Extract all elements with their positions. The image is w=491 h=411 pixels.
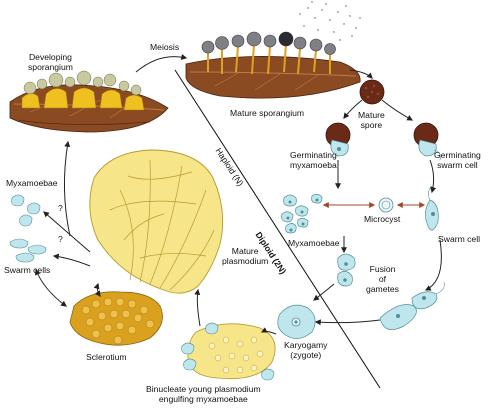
microcyst-illustration — [379, 198, 393, 212]
arrow-swarm-cell-to-fusion — [426, 240, 441, 290]
arrow-meiosis — [136, 57, 186, 72]
developing-sporangium-illustration — [10, 71, 168, 132]
arrow-to-mature-plasmodium — [197, 290, 200, 326]
mature-spore-illustration — [360, 80, 384, 104]
label-microcyst: Microcyst — [364, 214, 400, 224]
arrow-to-developing-sporangium — [64, 142, 70, 236]
label-karyogamy: Karyogamy(zygote) — [284, 340, 327, 360]
myxamoebae-left-illustration — [12, 195, 40, 226]
label-myxamoebae-center: Myxamoebae — [288, 238, 340, 248]
arrow-swarm-sclerotium — [36, 270, 66, 306]
mature-plasmodium-illustration — [90, 150, 223, 293]
label-question-1: ? — [58, 203, 63, 213]
fusion-of-gametes-illustration — [338, 254, 355, 286]
label-swarm-cells-left: Swarm cells — [4, 265, 50, 275]
label-myxamoebae-left: Myxamoebae — [6, 178, 58, 188]
swarm-cells-left-illustration — [10, 239, 46, 262]
mature-sporangium-illustration — [186, 1, 361, 98]
label-sclerotium: Sclerotium — [86, 352, 127, 362]
label-swarm-cell: Swarm cell — [438, 234, 480, 244]
label-question-2: ? — [58, 234, 63, 244]
arrow-fusion-to-karyogamy — [314, 284, 334, 300]
karyogamy-zygote-illustration — [278, 305, 315, 338]
binucleate-young-plasmodium-illustration — [182, 323, 276, 380]
sclerotium-illustration — [70, 292, 162, 345]
label-meiosis: Meiosis — [150, 42, 179, 52]
label-mature-sporangium: Mature sporangium — [230, 108, 304, 118]
arrow-to-swarm-cells-left — [54, 256, 90, 266]
swarm-cell-illustration — [425, 186, 438, 230]
arrow-to-germinating-swarm-cell — [382, 100, 412, 120]
arrow-swarm-fusion-to-karyogamy — [316, 320, 380, 323]
